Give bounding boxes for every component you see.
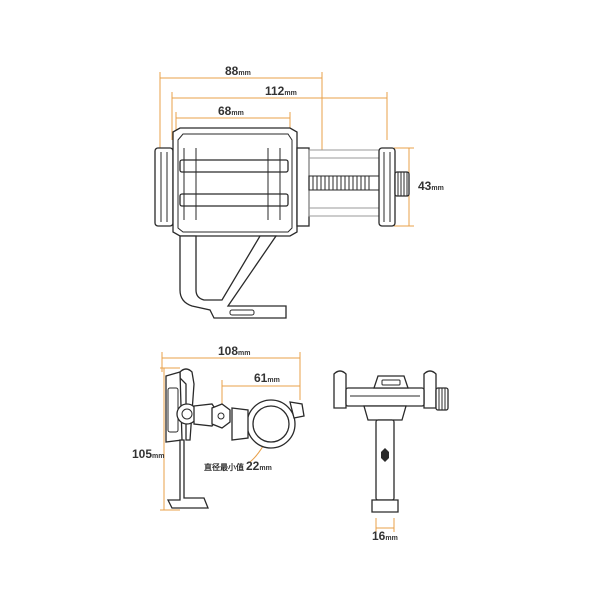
dim-61-value: 61 (254, 371, 268, 385)
right-jaw (378, 147, 396, 227)
phone-holder-top (154, 127, 410, 319)
dim-22-value: 22 (246, 459, 260, 473)
dim-43-unit: mm (431, 185, 443, 192)
rear-knob (435, 387, 449, 411)
dim-88-value: 88 (225, 64, 239, 78)
dim-108-value: 108 (218, 344, 238, 358)
left-jaw (154, 147, 174, 227)
dim-stem-width: 16mm (372, 518, 398, 543)
rear-left-jaw (333, 370, 347, 409)
rear-view: 16mm (333, 370, 449, 543)
dim-105-unit: mm (152, 453, 164, 460)
svg-text:61mm: 61mm (254, 371, 280, 385)
dim-88-unit: mm (238, 70, 250, 77)
dim-105-value: 105 (132, 447, 152, 461)
grip-band-upper (179, 159, 289, 173)
dim-68-unit: mm (231, 110, 243, 117)
side-hook-arm (166, 439, 209, 509)
dim-112-value: 112 (265, 84, 285, 98)
back-plate (172, 127, 298, 237)
rear-base-mount (363, 405, 407, 421)
rear-right-jaw (423, 370, 437, 409)
rear-bottom-hook (371, 499, 399, 513)
clamp-hinge (231, 407, 249, 441)
rear-body (345, 387, 425, 407)
dim-clamp-diameter: 直径最小值 22mm (204, 419, 276, 473)
threaded-rod (308, 175, 390, 191)
phone-holder-side (165, 368, 305, 509)
dim-16-unit: mm (385, 535, 397, 542)
hex-nut (211, 403, 231, 429)
svg-text:22mm: 22mm (246, 459, 272, 473)
svg-text:43mm: 43mm (418, 179, 444, 193)
side-view: 108mm 61mm 105mm 直径最小值 22mm (132, 344, 305, 511)
clamp-diameter-label: 直径最小值 (204, 462, 244, 472)
clamp-latch (289, 401, 305, 419)
phone-holder-rear (333, 370, 449, 513)
dim-width-overall: 88mm (159, 64, 323, 150)
rear-hex-nut (381, 448, 389, 462)
svg-text:68mm: 68mm (218, 104, 244, 118)
svg-text:112mm: 112mm (265, 84, 297, 98)
adjust-knob (394, 171, 410, 197)
svg-text:105mm: 105mm (132, 447, 164, 461)
svg-text:16mm: 16mm (372, 529, 398, 543)
dim-68-value: 68 (218, 104, 232, 118)
svg-text:108mm: 108mm (218, 344, 250, 358)
svg-text:88mm: 88mm (225, 64, 251, 78)
dim-43-value: 43 (418, 179, 432, 193)
dim-22-unit: mm (259, 465, 271, 472)
dim-width-extended: 112mm (171, 84, 388, 140)
dim-108-unit: mm (238, 350, 250, 357)
dim-61-unit: mm (267, 377, 279, 384)
top-view: 88mm 112mm 68mm 43mm (154, 64, 444, 319)
support-bracket (179, 235, 287, 319)
dim-16-value: 16 (372, 529, 386, 543)
rear-top-block (373, 375, 409, 389)
clamp-ring-inner (252, 405, 290, 443)
slide-block (296, 147, 310, 227)
dim-length-overall: 108mm (161, 344, 301, 400)
dim-height: 105mm (132, 367, 180, 511)
grip-band-lower (179, 193, 289, 207)
dim-112-unit: mm (284, 90, 296, 97)
